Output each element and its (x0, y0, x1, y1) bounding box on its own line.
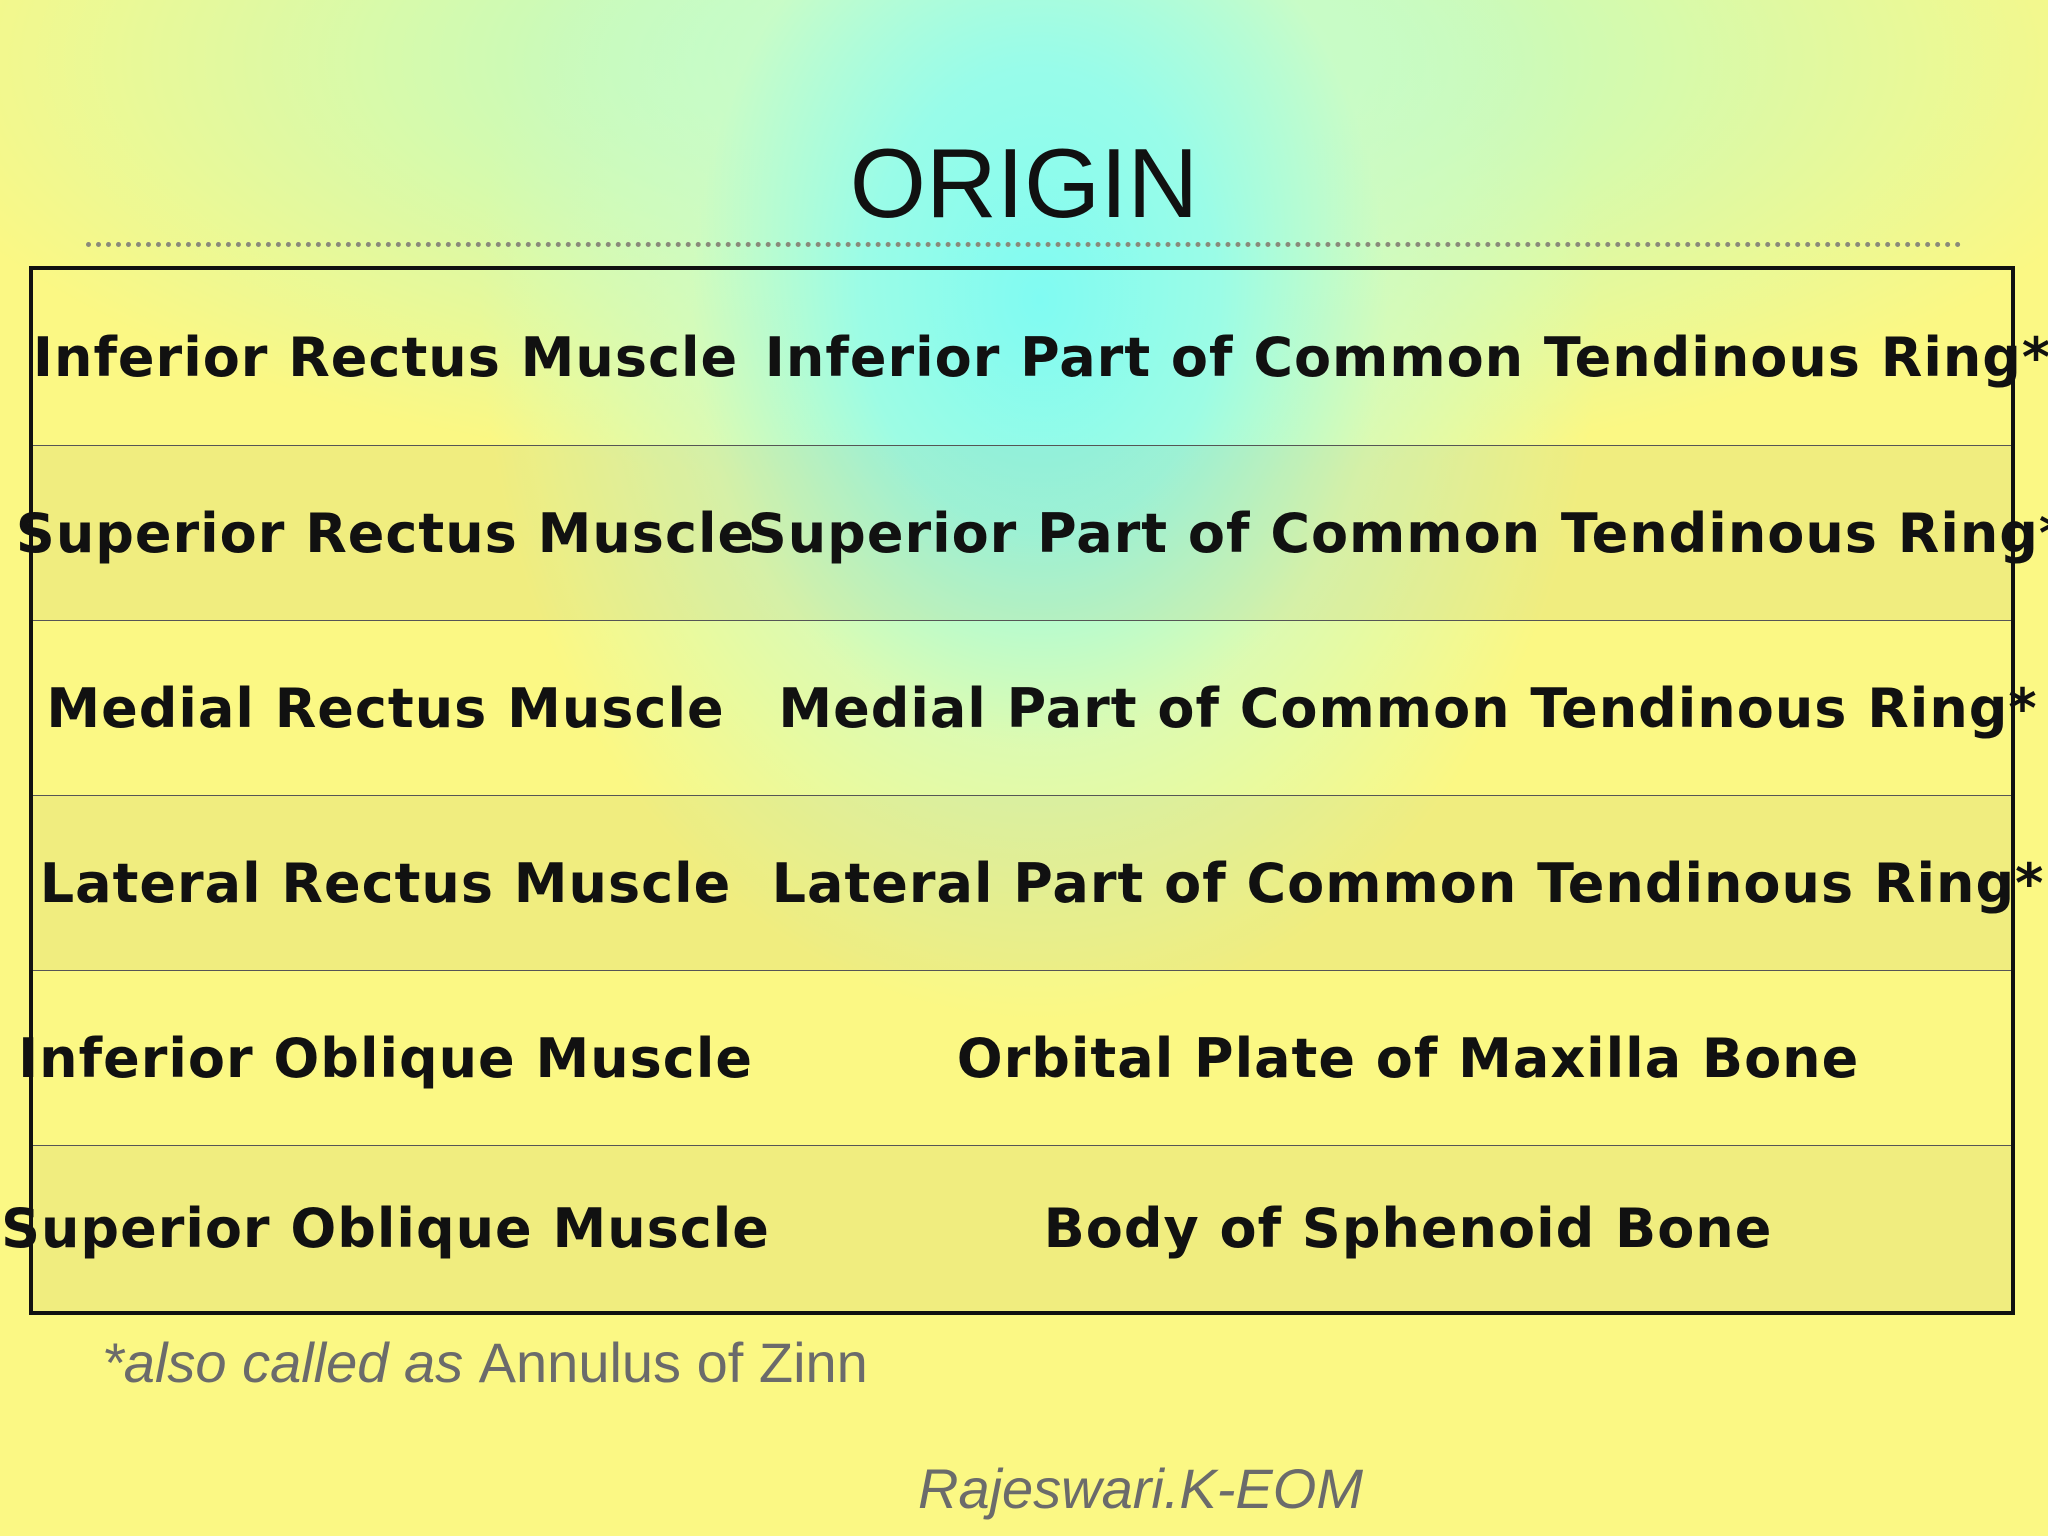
footnote-term: Annulus of Zinn (478, 1331, 868, 1394)
table-row: Inferior Oblique Muscle Orbital Plate of… (18, 970, 2011, 1145)
origin-cell: Superior Part of Common Tendinous Ring* (747, 501, 2048, 565)
muscle-cell: Medial Rectus Muscle (46, 676, 725, 740)
table-row: Inferior Rectus Muscle Inferior Part of … (32, 270, 2048, 445)
table-row: Lateral Rectus Muscle Lateral Part of Co… (33, 795, 2043, 970)
muscle-cell: Inferior Rectus Muscle (32, 326, 739, 389)
muscle-cell: Superior Oblique Muscle (1, 1197, 770, 1260)
table-row: Medial Rectus Muscle Medial Part of Comm… (33, 620, 2037, 795)
muscle-cell: Inferior Oblique Muscle (18, 1026, 753, 1090)
origin-cell: Medial Part of Common Tendinous Ring* (778, 676, 2038, 740)
muscle-cell: Lateral Rectus Muscle (39, 851, 732, 915)
author-credit: Rajeswari.K-EOM (918, 1457, 1363, 1520)
origin-table: Inferior Rectus Muscle Inferior Part of … (1, 266, 2048, 1315)
muscle-cell: Superior Rectus Muscle (15, 501, 756, 565)
slide-title: ORIGIN (849, 128, 1199, 238)
table-row: Superior Rectus Muscle Superior Part of … (15, 445, 2048, 620)
origin-cell: Body of Sphenoid Bone (1043, 1197, 1773, 1260)
footnote: *also called as Annulus of Zinn (102, 1330, 868, 1395)
origin-cell: Inferior Part of Common Tendinous Ring* (764, 326, 2048, 389)
footnote-italic: *also called as (102, 1331, 479, 1394)
title-divider (86, 242, 1962, 247)
origin-cell: Orbital Plate of Maxilla Bone (956, 1026, 1860, 1090)
origin-cell: Lateral Part of Common Tendinous Ring* (771, 851, 2045, 915)
table-row: Superior Oblique Muscle Body of Sphenoid… (1, 1145, 2011, 1311)
